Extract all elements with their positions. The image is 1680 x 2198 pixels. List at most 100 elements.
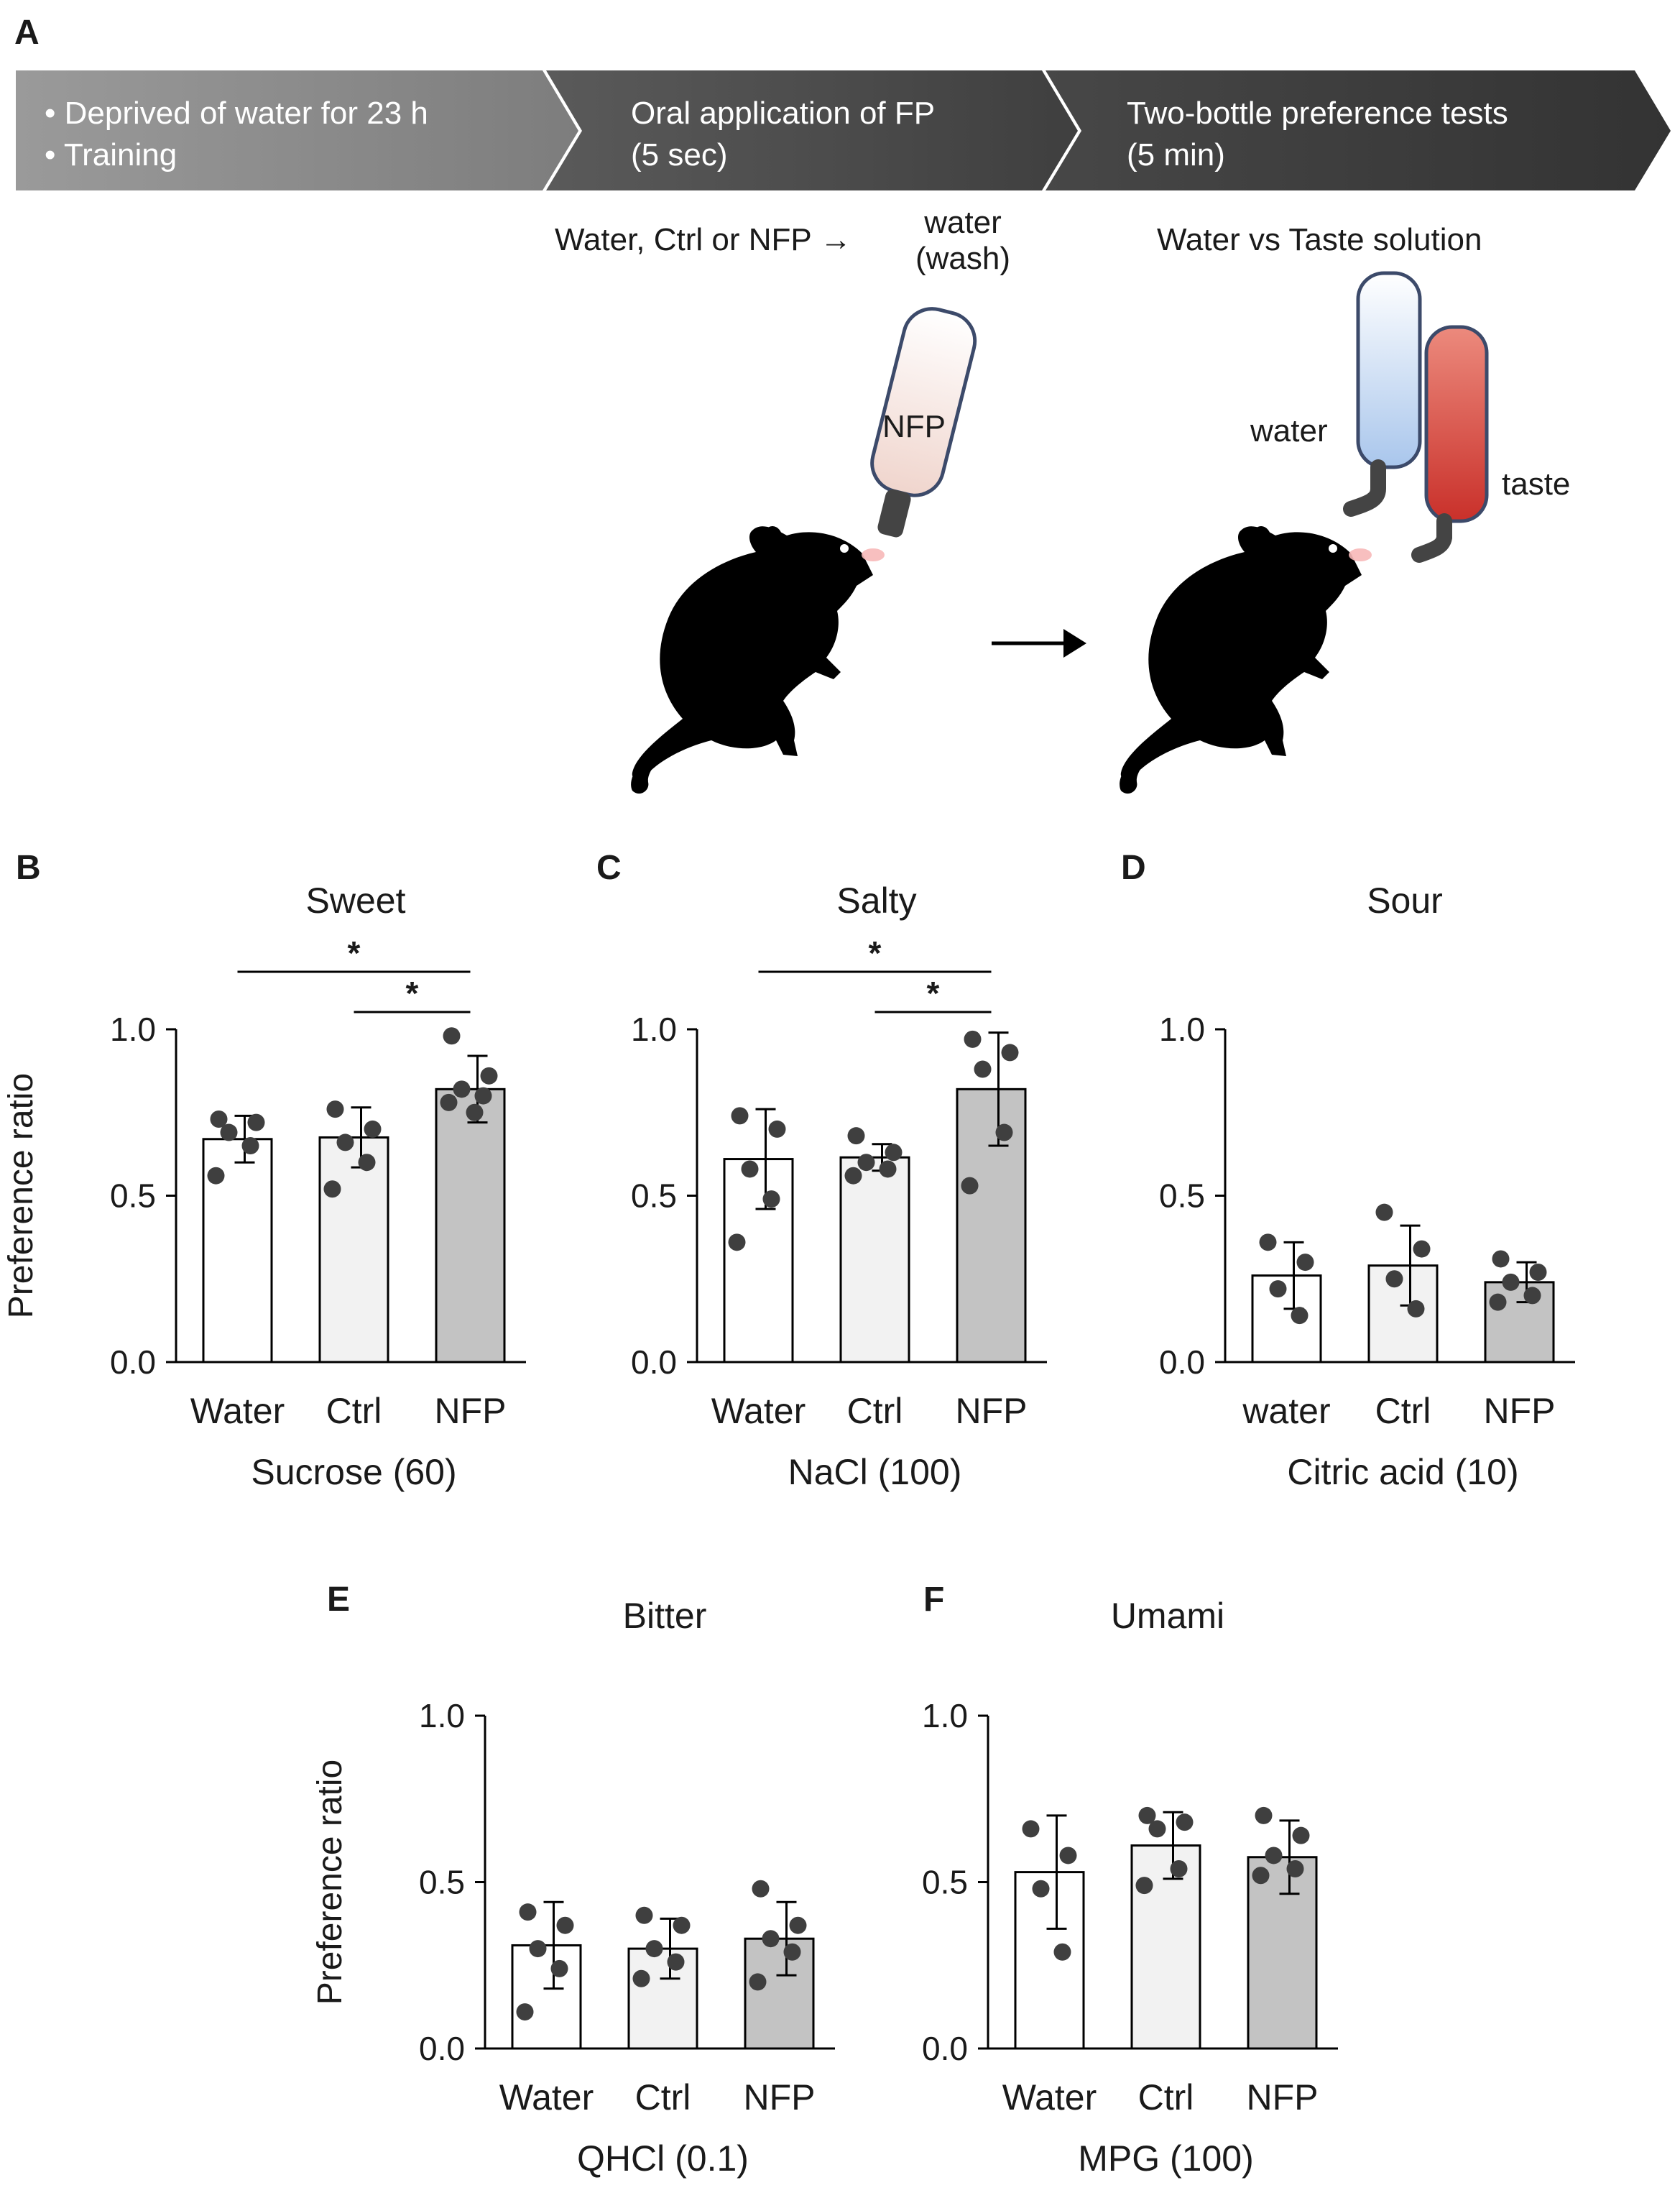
y-tick-label: 1.0 <box>631 1011 677 1048</box>
data-point <box>1252 1867 1270 1885</box>
bar-water <box>511 1944 582 2050</box>
y-tick-label: 1.0 <box>1159 1011 1205 1048</box>
data-point <box>480 1067 498 1085</box>
step2-line1: Oral application of FP <box>631 96 935 131</box>
data-point <box>556 1916 574 1934</box>
data-point <box>789 1916 807 1934</box>
category-label: Ctrl <box>326 1391 382 1431</box>
category-label: Ctrl <box>1138 2077 1194 2117</box>
data-point <box>1489 1293 1507 1311</box>
data-point <box>323 1180 341 1198</box>
data-point <box>1502 1273 1520 1291</box>
step3-line2: (5 min) <box>1127 137 1225 173</box>
step3-line1: Two-bottle preference tests <box>1127 96 1508 131</box>
data-point <box>762 1190 780 1208</box>
data-point <box>1375 1203 1393 1221</box>
data-point <box>768 1120 786 1138</box>
y-tick-label: 0.0 <box>631 1343 677 1381</box>
data-point <box>885 1144 903 1162</box>
y-tick-label: 0.5 <box>1159 1177 1205 1215</box>
data-point <box>207 1167 225 1185</box>
bar-nfp <box>435 1087 506 1364</box>
y-tick-label: 1.0 <box>922 1697 968 1734</box>
y-tick-label: 1.0 <box>110 1011 156 1048</box>
x-axis-label: Sucrose (60) <box>251 1452 456 1492</box>
chart-title: Sweet <box>306 880 406 921</box>
data-point <box>1022 1820 1040 1838</box>
water-bottle <box>1343 271 1422 517</box>
category-label: NFP <box>1247 2077 1319 2117</box>
tube-label: NFP <box>882 409 946 444</box>
data-point <box>466 1103 484 1121</box>
data-point <box>964 1030 982 1048</box>
category-label: water <box>1242 1391 1330 1431</box>
wash-line1: water <box>923 205 1002 240</box>
category-label: Water <box>190 1391 285 1431</box>
step2-chevron <box>546 70 1078 190</box>
category-label: Water <box>711 1391 806 1431</box>
y-tick-label: 0.0 <box>922 2030 968 2067</box>
y-tick-label: 0.0 <box>110 1343 156 1381</box>
data-point <box>1291 1307 1309 1325</box>
data-point <box>453 1080 471 1098</box>
data-point <box>1296 1254 1314 1272</box>
data-point <box>1523 1287 1541 1305</box>
y-tick-label: 0.5 <box>631 1177 677 1215</box>
data-point <box>995 1123 1013 1141</box>
data-point <box>326 1100 344 1118</box>
data-point <box>1292 1826 1310 1844</box>
panel-letter-c: C <box>596 849 622 887</box>
category-label: Ctrl <box>1375 1391 1431 1431</box>
choice-label: Water vs Taste solution <box>1157 222 1482 257</box>
significance-star: * <box>869 934 882 972</box>
data-point <box>961 1177 979 1195</box>
data-point <box>519 1903 537 1921</box>
data-point <box>857 1154 875 1172</box>
data-point <box>1259 1233 1277 1251</box>
bar-nfp <box>744 1937 815 2050</box>
step1-line1: • Deprived of water for 23 h <box>45 96 428 131</box>
data-point <box>516 2003 534 2021</box>
data-point <box>210 1111 228 1128</box>
data-point <box>752 1880 770 1898</box>
data-point <box>741 1160 759 1178</box>
data-point <box>1170 1859 1188 1877</box>
panel-letter-f: F <box>923 1581 945 1619</box>
significance-star: * <box>406 975 419 1012</box>
data-point <box>645 1940 663 1958</box>
data-point <box>1286 1859 1304 1877</box>
data-point <box>879 1160 897 1178</box>
data-point <box>241 1137 259 1155</box>
bar-nfp <box>956 1087 1027 1364</box>
y-tick-label: 0.0 <box>1159 1343 1205 1381</box>
wash-line2: (wash) <box>915 241 1010 276</box>
data-point <box>1407 1300 1425 1318</box>
data-point <box>1176 1813 1194 1831</box>
category-label: NFP <box>744 2077 816 2117</box>
category-label: NFP <box>956 1391 1028 1431</box>
data-point <box>358 1154 376 1172</box>
data-point <box>1001 1044 1019 1062</box>
panel-letter-e: E <box>327 1581 351 1619</box>
data-point <box>364 1120 382 1138</box>
y-tick-label: 0.5 <box>922 1864 968 1901</box>
significance-star: * <box>348 934 361 972</box>
data-point <box>443 1027 461 1045</box>
data-point <box>1032 1880 1050 1898</box>
step1-line2: • Training <box>45 137 177 173</box>
x-axis-label: Citric acid (10) <box>1287 1452 1518 1492</box>
data-point <box>1135 1877 1153 1895</box>
mouse-silhouette-left <box>631 526 873 794</box>
y-tick-label: 0.5 <box>110 1177 156 1215</box>
step3-chevron <box>1046 70 1671 190</box>
data-point <box>529 1940 547 1958</box>
data-point <box>1413 1240 1431 1258</box>
data-point <box>632 1969 650 1987</box>
chart-title: Salty <box>836 880 916 921</box>
data-point <box>1529 1263 1547 1281</box>
arrow-icon <box>992 629 1086 658</box>
data-point <box>1053 1943 1071 1961</box>
